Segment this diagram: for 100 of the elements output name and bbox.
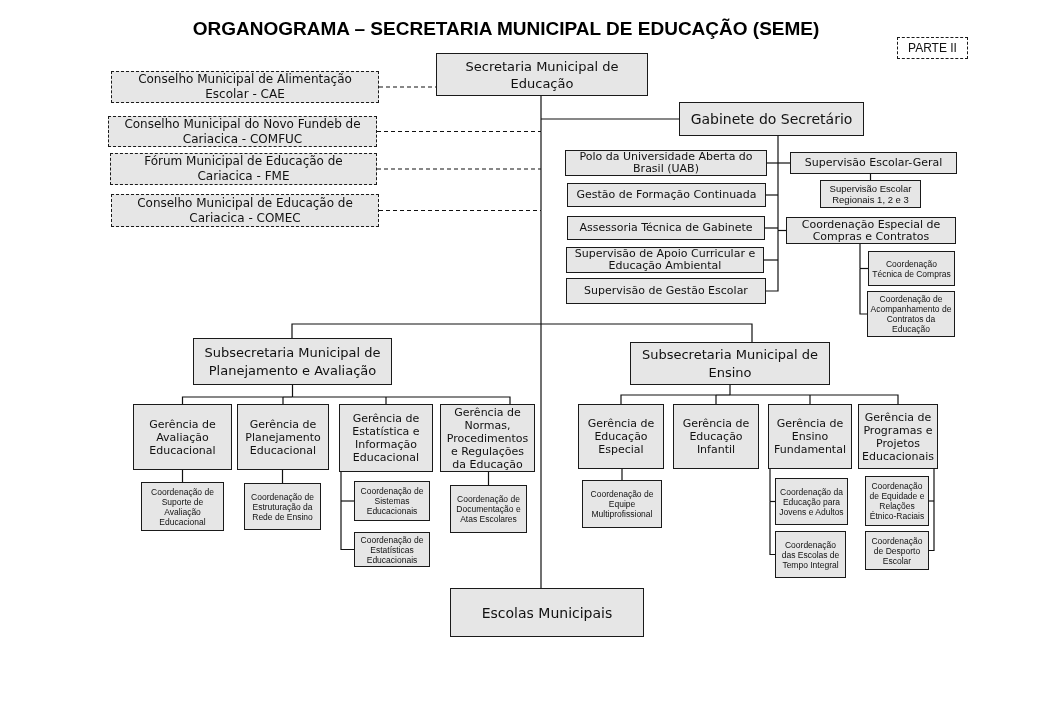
connector-line (282, 396, 284, 405)
org-unit-box (582, 480, 662, 528)
connector-line (620, 394, 717, 405)
unit-name: Assessoria Técnica de Gabinete (579, 222, 753, 234)
unit-name: Supervisão Escolar Regionais 1, 2 e 3 (828, 183, 913, 205)
unit-name: Subsecretaria Municipal de Ensino (640, 345, 820, 382)
connector-line (859, 267, 868, 315)
org-unit-box (673, 404, 759, 469)
unit-name: Conselho Municipal de Alimentação Escolar - CAE (137, 72, 353, 102)
unit-name: Gerência de Educação Especial (586, 417, 656, 456)
connector-line (540, 118, 542, 133)
connector-line (769, 500, 776, 556)
unit-name: Secretaria Municipal de Educação (464, 57, 620, 92)
connector-line (777, 135, 779, 164)
connector-line (540, 118, 680, 120)
connector-line (764, 227, 779, 229)
unit-name: Coordenação da Educação para Jovens e Adultos (778, 486, 845, 517)
connector-line (540, 209, 542, 325)
connector-line (777, 162, 779, 196)
connector-line (540, 323, 542, 589)
unit-name: Supervisão de Apoio Curricular e Educação Ambiental (573, 248, 757, 272)
unit-name: Supervisão Escolar-Geral (804, 157, 943, 169)
org-unit-box (141, 482, 224, 531)
unit-name: Gerência de Ensino Fundamental (773, 417, 847, 456)
connector-line (181, 396, 284, 405)
unit-name: Gestão de Formação Continuada (576, 189, 757, 201)
unit-name: Coordenação de Desporto Escolar (870, 535, 924, 566)
unit-name: Gerência de Avaliação Educacional (148, 417, 217, 457)
dashed-connector-line (376, 130, 542, 133)
unit-name: Coordenação de Estruturação da Rede de Ensino (250, 491, 315, 522)
connector-line (777, 229, 779, 261)
org-unit-box (786, 217, 956, 244)
unit-name: Supervisão de Gestão Escolar (584, 285, 748, 297)
connector-line (540, 130, 542, 170)
dashed-connector-line (378, 209, 542, 212)
connector-line (777, 227, 779, 232)
unit-name: Gerência de Normas, Procedimentos e Regulações da Educação (445, 405, 530, 471)
unit-name: Gerência de Programas e Projetos Educacionais (861, 410, 935, 463)
connector-line (385, 396, 511, 405)
unit-name: Coordenação de Equidade e Relações Étnico-Raciais (868, 481, 926, 521)
unit-name: Escolas Municipais (481, 603, 613, 622)
org-unit-box (237, 404, 329, 470)
org-unit-box (450, 588, 644, 637)
org-unit-box (775, 478, 848, 525)
unit-name: Subsecretaria Municipal de Planejamento e Avaliação (203, 343, 382, 380)
org-unit-box (566, 278, 766, 304)
unit-name: Coordenação das Escolas de Tempo Integral (780, 539, 841, 570)
unit-name: Coordenação de Equipe Multiprofissional (589, 489, 655, 519)
org-unit-box (868, 251, 955, 286)
connector-line (763, 259, 779, 261)
unit-name: Polo da Universidade Aberta do Brasil (UAB) (578, 151, 754, 175)
unit-name: Coordenação de Suporte de Avaliação Educacional (150, 486, 215, 527)
unit-name: Coordenação de Sistemas Educacionais (359, 486, 425, 516)
connector-line (777, 194, 779, 229)
connector-line (859, 243, 861, 270)
org-unit-box (790, 152, 957, 174)
connector-line (385, 396, 387, 405)
unit-name: Coordenação de Estatísticas Educacionais (359, 534, 425, 565)
dashed-unit-box (110, 153, 377, 185)
connector-line (729, 384, 731, 396)
connector-line (769, 500, 776, 503)
connector-line (715, 394, 717, 405)
diagram-title: ORGANOGRAMA – SECRETARIA MUNICIPAL DE EDUCAÇÃO (SEME) (191, 17, 821, 41)
org-unit-box (630, 342, 830, 385)
connector-line (340, 471, 342, 502)
connector-line (766, 162, 779, 164)
org-unit-box (193, 338, 392, 385)
org-unit-box (679, 102, 864, 136)
dashed-unit-box (111, 194, 379, 227)
unit-name: Fórum Municipal de Educação de Cariacica - FME (143, 154, 344, 184)
org-unit-box (768, 404, 852, 469)
connector-line (777, 162, 791, 164)
unit-name: Gerência de Estatística e Informação Educacional (351, 412, 421, 464)
connector-line (765, 194, 779, 196)
org-unit-box (858, 404, 938, 469)
connector-line (340, 500, 355, 502)
connector-line (928, 500, 935, 502)
unit-name: Gabinete do Secretário (690, 110, 853, 128)
connector-line (340, 500, 355, 551)
unit-name: PARTE II (908, 41, 957, 55)
connector-line (809, 394, 899, 405)
connector-line (621, 468, 623, 481)
org-unit-box (567, 216, 765, 240)
org-unit-box (436, 53, 648, 96)
unit-name: Coordenação Especial de Compras e Contratos (800, 218, 942, 243)
org-unit-box (244, 483, 321, 530)
connector-line (540, 323, 753, 343)
org-unit-box (450, 485, 527, 533)
org-unit-box (820, 180, 921, 208)
connector-line (769, 468, 771, 503)
unit-name: Gerência de Educação Infantil (681, 417, 751, 456)
connector-line (540, 95, 542, 120)
dashed-unit-box (111, 71, 379, 103)
org-unit-box (775, 531, 846, 578)
connector-line (933, 468, 935, 502)
unit-name: Coordenação de Acompanhamento de Contratos da Educação (870, 294, 952, 334)
connector-line (282, 396, 294, 398)
dashed-connector-line (376, 168, 542, 170)
connector-line (715, 394, 731, 396)
connector-line (729, 394, 811, 396)
